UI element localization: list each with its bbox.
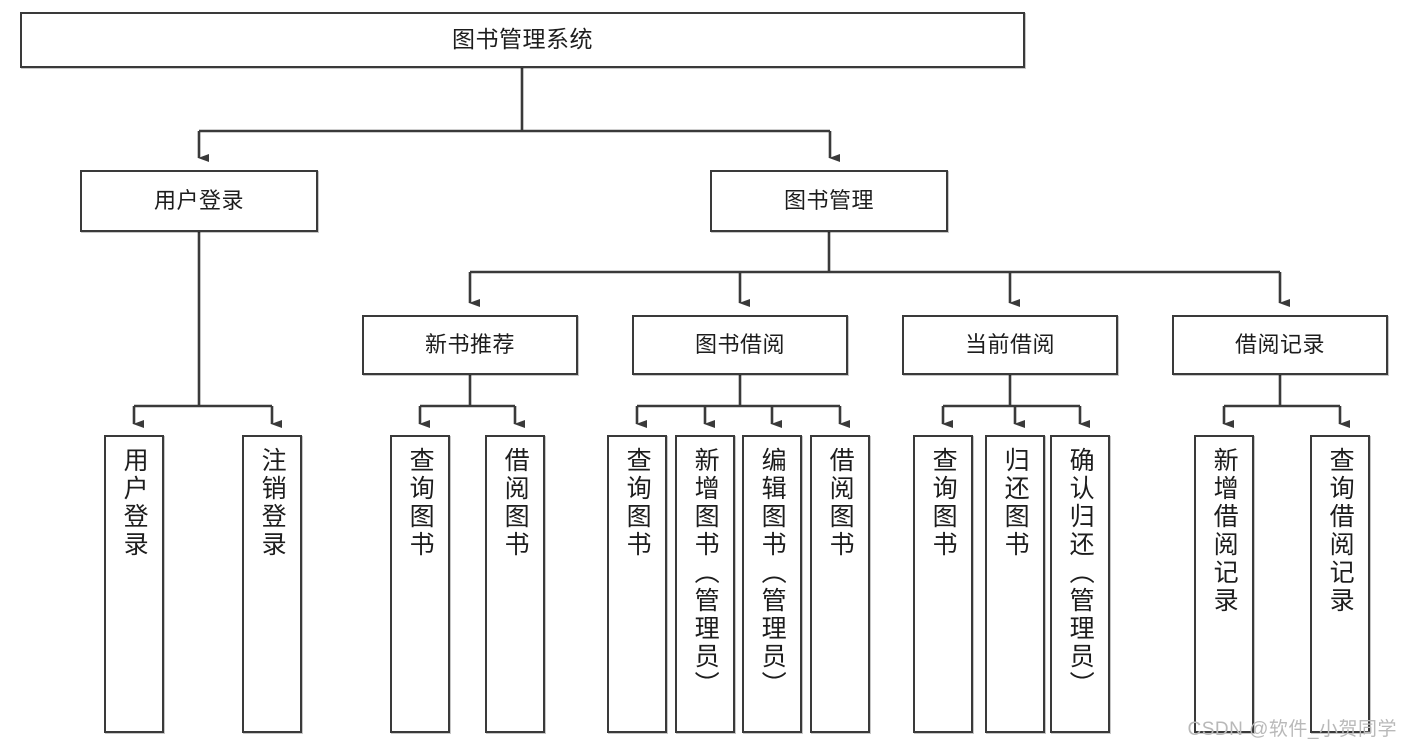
edge-group-root	[197, 68, 840, 162]
edge-group-book-manage	[468, 232, 1290, 307]
node-leaf-borrow-book-rec-label: 借阅图书	[501, 447, 530, 559]
edge-group-book-borrow	[635, 375, 850, 428]
node-leaf-edit-book[interactable]: 编辑图书（管理员）	[742, 435, 802, 733]
node-leaf-user-login-label: 用户登录	[120, 447, 149, 559]
node-leaf-add-book[interactable]: 新增图书（管理员）	[675, 435, 735, 733]
edge-group-user-login	[132, 232, 282, 428]
node-leaf-borrow-book[interactable]: 借阅图书	[810, 435, 870, 733]
edge-group-current-borrow	[941, 375, 1090, 428]
node-leaf-query-book-borrow[interactable]: 查询图书	[607, 435, 667, 733]
node-leaf-borrow-book-rec[interactable]: 借阅图书	[485, 435, 545, 733]
node-current-borrow[interactable]: 当前借阅	[902, 315, 1118, 375]
node-leaf-add-book-label: 新增图书（管理员）	[691, 447, 720, 699]
node-leaf-borrow-book-label: 借阅图书	[826, 447, 855, 559]
node-leaf-query-record-label: 查询借阅记录	[1326, 447, 1355, 615]
node-leaf-confirm-return[interactable]: 确认归还（管理员）	[1050, 435, 1110, 733]
watermark: CSDN @软件_小贺同学	[1187, 719, 1397, 740]
node-root-label: 图书管理系统	[452, 26, 593, 53]
node-new-book-recommend-label: 新书推荐	[424, 332, 515, 358]
node-borrow-record-label: 借阅记录	[1234, 332, 1325, 358]
node-leaf-query-book-rec[interactable]: 查询图书	[390, 435, 450, 733]
node-leaf-confirm-return-label: 确认归还（管理员）	[1066, 447, 1095, 699]
node-leaf-query-record[interactable]: 查询借阅记录	[1310, 435, 1370, 733]
node-leaf-add-record[interactable]: 新增借阅记录	[1194, 435, 1254, 733]
node-leaf-logout-label: 注销登录	[258, 447, 287, 559]
node-leaf-return-book-label: 归还图书	[1001, 447, 1030, 559]
node-current-borrow-label: 当前借阅	[964, 332, 1055, 358]
node-book-manage[interactable]: 图书管理	[710, 170, 948, 232]
node-leaf-query-book-cur[interactable]: 查询图书	[913, 435, 973, 733]
node-book-borrow-label: 图书借阅	[694, 332, 785, 358]
node-root[interactable]: 图书管理系统	[20, 12, 1025, 68]
edge-group-new-book-recommend	[418, 375, 525, 428]
node-leaf-logout[interactable]: 注销登录	[242, 435, 302, 733]
node-book-manage-label: 图书管理	[783, 188, 874, 214]
node-borrow-record[interactable]: 借阅记录	[1172, 315, 1388, 375]
node-leaf-edit-book-label: 编辑图书（管理员）	[758, 447, 787, 699]
edge-group-borrow-record	[1222, 375, 1350, 428]
node-leaf-add-record-label: 新增借阅记录	[1210, 447, 1239, 615]
node-leaf-query-book-rec-label: 查询图书	[406, 447, 435, 559]
node-leaf-return-book[interactable]: 归还图书	[985, 435, 1045, 733]
node-leaf-user-login[interactable]: 用户登录	[104, 435, 164, 733]
node-book-borrow[interactable]: 图书借阅	[632, 315, 848, 375]
node-user-login[interactable]: 用户登录	[80, 170, 318, 232]
node-leaf-query-book-borrow-label: 查询图书	[623, 447, 652, 559]
node-new-book-recommend[interactable]: 新书推荐	[362, 315, 578, 375]
node-leaf-query-book-cur-label: 查询图书	[929, 447, 958, 559]
node-user-login-label: 用户登录	[153, 188, 244, 214]
